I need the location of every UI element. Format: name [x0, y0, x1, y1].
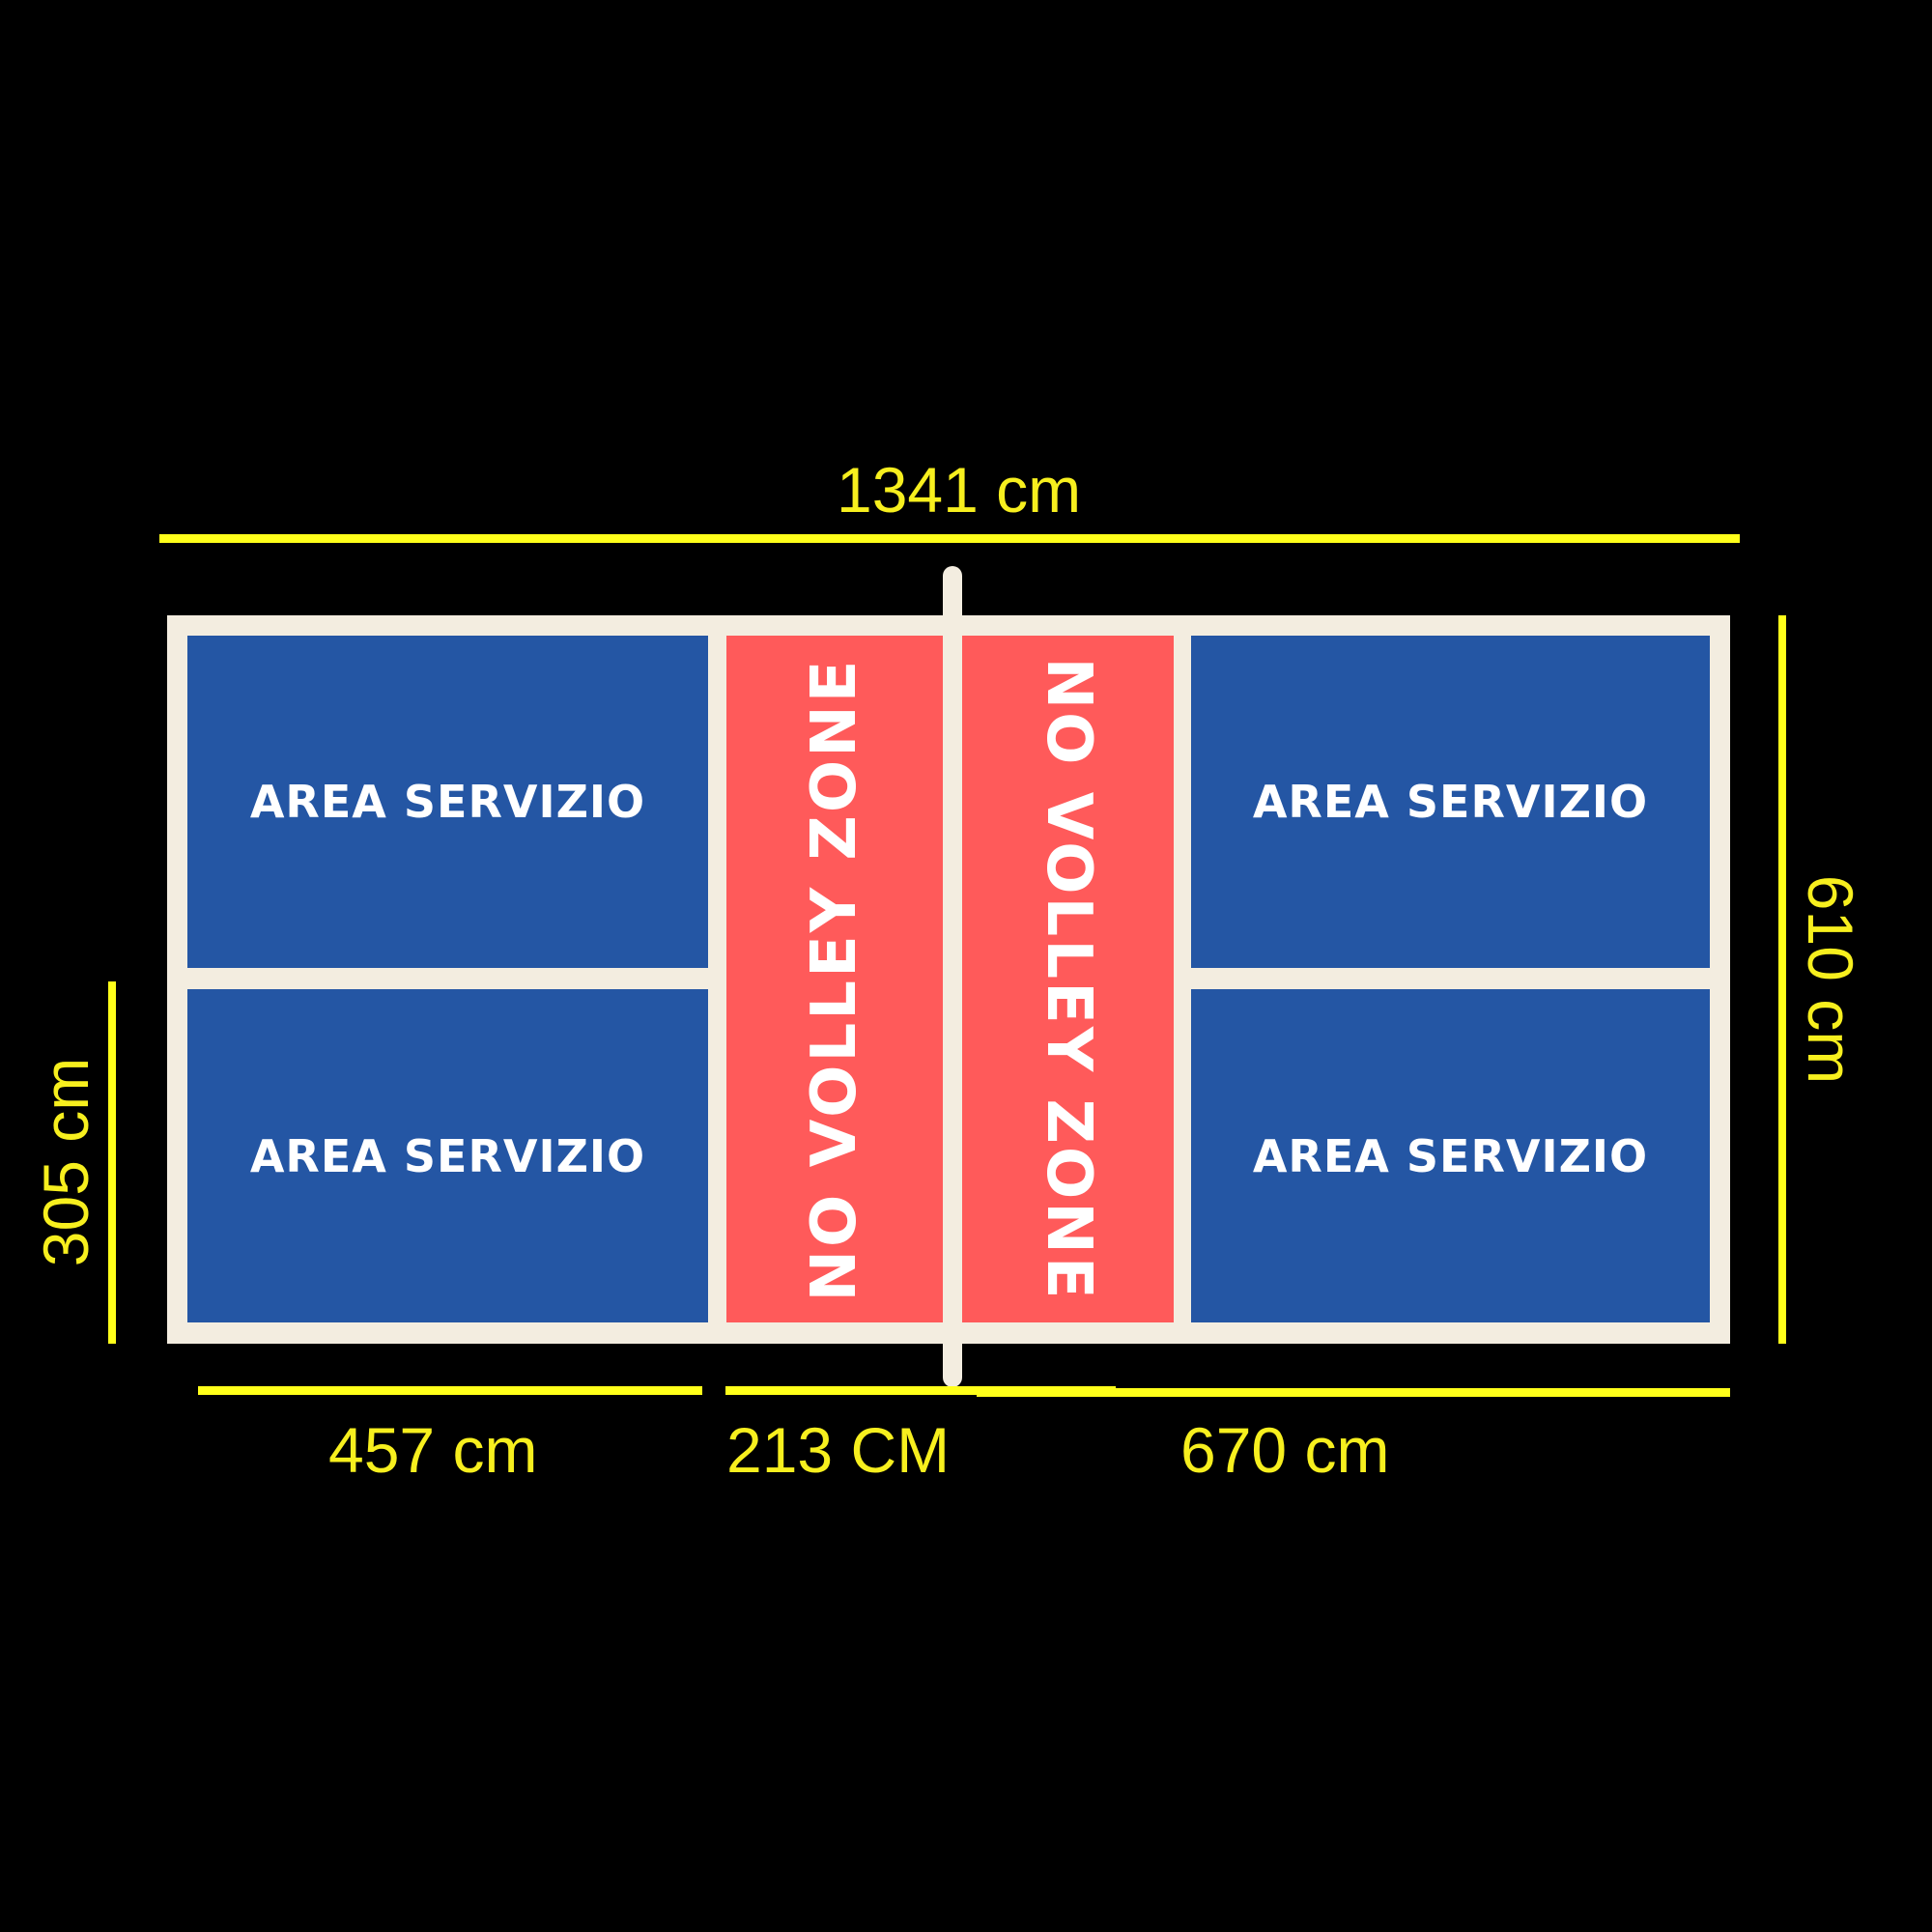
total-width-label: 610 cm [1795, 874, 1866, 1085]
service-length-line [198, 1386, 702, 1395]
net-post [943, 566, 962, 1387]
total-length-label: 1341 cm [837, 454, 1082, 526]
total-width-line [1778, 615, 1786, 1344]
total-length-line [159, 534, 1740, 543]
kitchen-length-line [725, 1386, 1116, 1395]
no-volley-zone-label: NO VOLLEY ZONE [799, 656, 870, 1302]
service-area-left-top: AREA SERVIZIO [187, 636, 708, 968]
service-length-label: 457 cm [328, 1414, 538, 1486]
half-length-line [977, 1388, 1730, 1397]
half-length-label: 670 cm [1180, 1414, 1390, 1486]
half-width-line [108, 981, 116, 1344]
no-volley-zone-right: NO VOLLEY ZONE [962, 636, 1174, 1322]
service-area-label: AREA SERVIZIO [249, 776, 646, 828]
service-area-label: AREA SERVIZIO [1252, 1129, 1649, 1182]
service-area-label: AREA SERVIZIO [249, 1129, 646, 1182]
service-area-right-bottom: AREA SERVIZIO [1191, 989, 1710, 1322]
service-area-right-top: AREA SERVIZIO [1191, 636, 1710, 968]
no-volley-zone-label: NO VOLLEY ZONE [1032, 656, 1104, 1302]
no-volley-zone-left: NO VOLLEY ZONE [726, 636, 943, 1322]
service-area-left-bottom: AREA SERVIZIO [187, 989, 708, 1322]
kitchen-length-label: 213 CM [726, 1414, 951, 1486]
service-area-label: AREA SERVIZIO [1252, 776, 1649, 828]
half-width-label: 305 cm [30, 1057, 101, 1267]
